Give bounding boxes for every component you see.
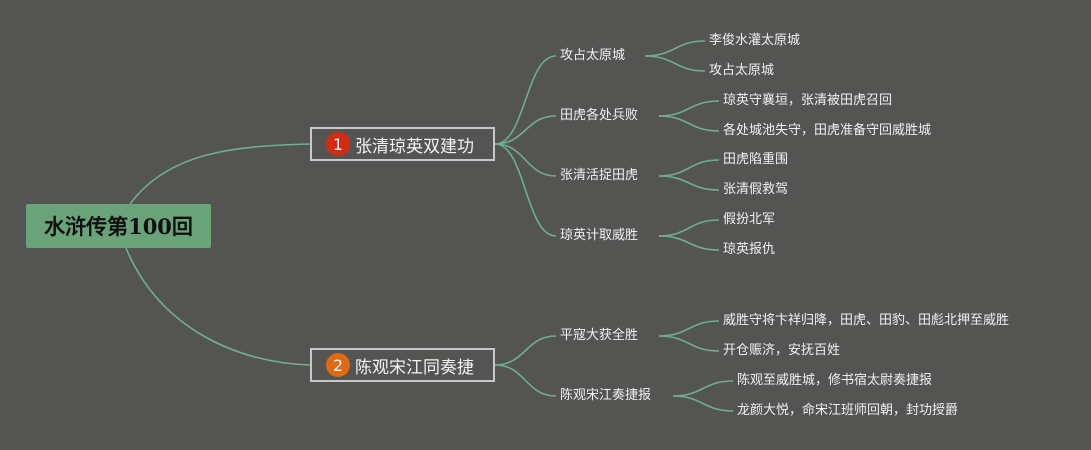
topic-1-4[interactable]: 琼英计取威胜 [560, 228, 638, 244]
topic-label: 张清活捉田虎 [560, 168, 639, 183]
topic-label: 攻占太原城 [560, 48, 626, 63]
leaf-1-4-1[interactable]: 假扮北军 [723, 212, 775, 228]
branch-number-badge-1: 1 [326, 132, 350, 156]
leaf-label: 攻占太原城 [709, 63, 775, 78]
branch-node-1[interactable]: 1 张清琼英双建功 [310, 127, 495, 161]
leaf-1-3-1[interactable]: 田虎陷重围 [723, 152, 788, 168]
topic-to-leaf-line-1-1 [644, 40, 706, 57]
leaf-label: 假扮北军 [723, 212, 776, 227]
topic-to-leaf-line-1-2 [644, 55, 706, 72]
leaf-1-2-1[interactable]: 琼英守襄垣，张清被田虎召回 [723, 93, 892, 109]
leaf-2-1-1[interactable]: 威胜守将卞祥归降，田虎、田豹、田彪北押至威胜 [723, 313, 1009, 329]
topic-to-leaf-line-2-1 [658, 100, 720, 117]
leaf-label: 开仓赈济，安抚百姓 [723, 343, 841, 358]
branch-2-to-topic-line-1 [494, 335, 557, 366]
leaf-label: 各处城池失守，田虎准备守回威胜城 [723, 123, 932, 138]
leaf-label: 张清假救驾 [723, 182, 789, 197]
leaf-label: 威胜守将卞祥归降，田虎、田豹、田彪北押至威胜 [723, 313, 1010, 328]
root-to-branch-1-line [129, 143, 311, 205]
leaf-label: 琼英守襄垣，张清被田虎召回 [723, 93, 893, 108]
leaf-label: 李俊水灌太原城 [709, 33, 801, 48]
branch-1-to-topic-line-2 [494, 115, 557, 145]
branch-number-badge-2: 2 [326, 353, 350, 377]
leaf-1-1-1[interactable]: 李俊水灌太原城 [709, 33, 800, 49]
leaf-2-2-2[interactable]: 龙颜大悦，命宋江班师回朝，封功授爵 [737, 403, 958, 419]
branch-node-2[interactable]: 2 陈观宋江同奏捷 [310, 348, 495, 382]
root-label: 水浒传第100回 [44, 214, 193, 239]
topic-label: 平寇大获全胜 [560, 328, 639, 343]
topic-1-3[interactable]: 张清活捉田虎 [560, 168, 638, 184]
topic-to-leaf-line-3-1 [658, 159, 720, 177]
topic-label: 陈观宋江奏捷报 [560, 388, 652, 403]
topic-to-leaf-line-4-1 [658, 219, 720, 237]
leaf-label: 陈观至威胜城，修书宿太尉奏捷报 [737, 373, 933, 388]
topic-to-leaf-line-5-2 [658, 335, 720, 352]
leaf-2-2-1[interactable]: 陈观至威胜城，修书宿太尉奏捷报 [737, 373, 932, 389]
topic-to-leaf-line-6-1 [672, 380, 734, 397]
leaf-1-1-2[interactable]: 攻占太原城 [709, 63, 774, 79]
branch-label-2: 陈观宋江同奏捷 [355, 357, 474, 378]
topic-1-2[interactable]: 田虎各处兵败 [560, 108, 638, 124]
topic-label: 田虎各处兵败 [560, 108, 639, 123]
topic-to-leaf-line-4-2 [658, 235, 720, 251]
leaf-label: 田虎陷重围 [723, 152, 789, 167]
topic-to-leaf-line-3-2 [658, 175, 720, 191]
root-node[interactable]: 水浒传第100回 [26, 204, 211, 248]
topic-2-2[interactable]: 陈观宋江奏捷报 [560, 388, 651, 404]
leaf-1-3-2[interactable]: 张清假救驾 [723, 182, 788, 198]
leaf-2-1-2[interactable]: 开仓赈济，安抚百姓 [723, 343, 840, 359]
leaf-label: 龙颜大悦，命宋江班师回朝，封功授爵 [737, 403, 959, 418]
topic-to-leaf-line-6-2 [672, 395, 734, 412]
leaf-1-2-2[interactable]: 各处城池失守，田虎准备守回威胜城 [723, 123, 931, 139]
root-to-branch-2-line [125, 247, 311, 366]
topic-to-leaf-line-2-2 [658, 115, 720, 132]
leaf-label: 琼英报仇 [723, 242, 776, 257]
topic-to-leaf-line-5-1 [658, 320, 720, 337]
topic-label: 琼英计取威胜 [560, 228, 639, 243]
branch-label-1: 张清琼英双建功 [355, 136, 474, 157]
branch-2-to-topic-line-2 [494, 364, 557, 397]
branch-1-to-topic-line-3 [494, 143, 557, 177]
branch-1-to-topic-line-1 [494, 55, 557, 145]
topic-2-1[interactable]: 平寇大获全胜 [560, 328, 638, 344]
branch-1-to-topic-line-4 [494, 143, 557, 237]
topic-1-1[interactable]: 攻占太原城 [560, 48, 625, 64]
leaf-1-4-2[interactable]: 琼英报仇 [723, 242, 775, 258]
